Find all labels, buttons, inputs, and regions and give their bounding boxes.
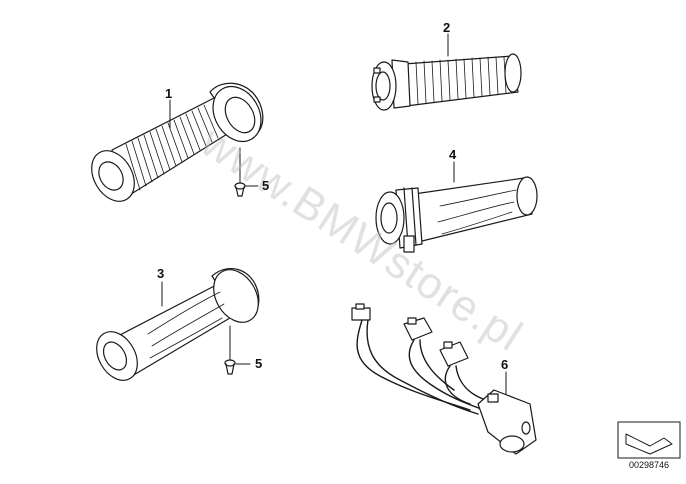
part-2-ribbed-grip[interactable] [371,53,522,111]
callout-5-upper: 5 [262,178,269,193]
part-6-wiring-harness[interactable] [351,303,537,455]
part-5-screw-lower[interactable] [224,359,236,375]
callout-6: 6 [501,357,508,372]
callout-1: 1 [165,86,172,101]
callout-3: 3 [157,266,164,281]
part-1-ribbed-grip[interactable] [83,78,271,209]
document-number: 00298746 [628,460,670,470]
reference-frame-icon [617,421,681,459]
part-3-grip[interactable] [88,262,267,388]
callout-4: 4 [449,147,457,162]
callout-2: 2 [443,20,450,35]
part-4-heated-grip[interactable] [375,176,538,253]
callout-5-lower: 5 [255,356,262,371]
